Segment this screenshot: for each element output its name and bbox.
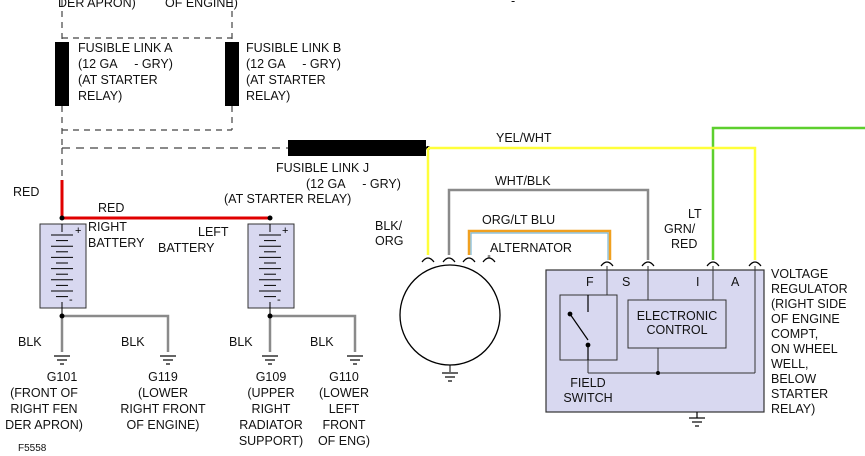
wire-org-lt-blu-blue <box>470 232 609 260</box>
red-junction-right <box>267 215 273 221</box>
top-label-dash: - <box>511 0 516 8</box>
right-battery-plus: + <box>75 225 81 237</box>
top-label-right: OF ENGINE) <box>165 0 238 10</box>
terminal-i-label: I <box>696 275 700 289</box>
ground-icon <box>262 355 278 365</box>
wire-lt-grn-red-top <box>711 126 865 260</box>
wire-label-org-lt-blu: ORG/LT BLU <box>482 213 556 227</box>
ground-g109-wire: BLK <box>229 335 253 349</box>
electronic-control-box <box>627 299 727 349</box>
field-switch-contacts <box>567 295 591 360</box>
ground-symbols <box>54 355 458 382</box>
wire-label-alternator: ALTERNATOR <box>490 241 572 255</box>
top-label-left: DER APRON) <box>58 0 136 10</box>
terminal-f-label: F <box>586 275 594 289</box>
ground-icon <box>54 355 70 365</box>
regulator-ground <box>689 412 705 427</box>
ground-g119-wire: BLK <box>121 335 145 349</box>
right-battery-minus: - <box>69 294 73 306</box>
wire-yel-wht <box>428 146 757 260</box>
wire-wht-blk <box>447 188 650 260</box>
terminal-a-label: A <box>731 275 740 289</box>
terminal-s-label: S <box>622 275 631 289</box>
left-battery-minus: - <box>277 294 281 306</box>
alternator-ground-icon <box>442 372 458 382</box>
red-junction-left <box>59 215 65 221</box>
left-battery-symbol <box>247 223 295 316</box>
fusible-link-a-body <box>55 42 69 106</box>
ground-g110-wire: BLK <box>310 335 334 349</box>
fusible-link-j-body <box>288 140 426 156</box>
wire-label-wht-blk: WHT/BLK <box>495 174 551 188</box>
ground-wiring <box>60 314 357 352</box>
voltage-regulator-box <box>545 269 765 413</box>
footer-code: F5558 <box>18 443 47 454</box>
alternator-symbol <box>399 257 501 372</box>
right-battery-symbol <box>39 223 87 316</box>
regulator-terminals <box>600 261 762 267</box>
wire-label-red-horizontal: RED <box>98 201 125 215</box>
left-battery-plus: + <box>282 225 288 237</box>
ground-icon <box>160 355 176 365</box>
wire-label-yel-wht: YEL/WHT <box>496 131 552 145</box>
wire-org-lt-blu-orange <box>467 229 612 260</box>
ground-icon <box>347 355 363 365</box>
wire-label-red-vertical: RED <box>13 185 40 199</box>
fusible-link-b-body <box>225 42 239 106</box>
ground-g101-wire: BLK <box>18 335 42 349</box>
